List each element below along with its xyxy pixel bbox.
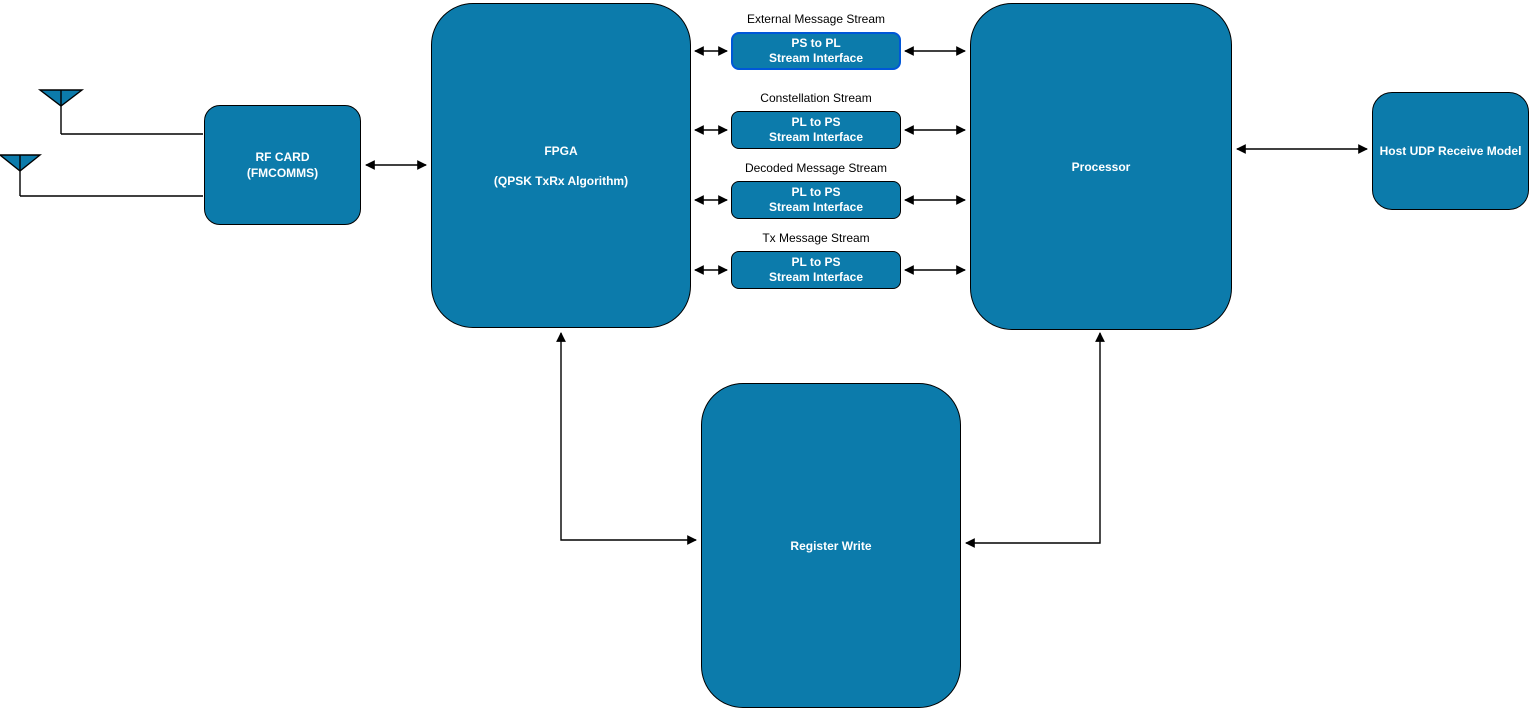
stream-box-line2: Stream Interface — [768, 270, 864, 284]
fpga-node[interactable]: FPGA (QPSK TxRx Algorithm) — [431, 3, 691, 328]
stream-box-pl-to-ps-decoded[interactable]: PL to PS Stream Interface — [731, 181, 901, 219]
fpga-sublabel: (QPSK TxRx Algorithm) — [493, 173, 629, 188]
processor-label: Processor — [1071, 159, 1131, 174]
processor-node[interactable]: Processor — [970, 3, 1232, 330]
stream-title-external-message: External Message Stream — [746, 12, 886, 26]
stream-box-pl-to-ps-tx[interactable]: PL to PS Stream Interface — [731, 251, 901, 289]
host-udp-label: Host UDP Receive Model — [1379, 144, 1522, 158]
stream-box-line1: PL to PS — [791, 115, 841, 129]
host-udp-receive-model-node[interactable]: Host UDP Receive Model — [1372, 92, 1529, 210]
stream-box-line2: Stream Interface — [768, 200, 864, 214]
stream-box-line1: PS to PL — [791, 36, 841, 50]
rf-card-node[interactable]: RF CARD (FMCOMMS) — [204, 105, 361, 225]
antenna-icon — [0, 154, 203, 197]
register-write-node[interactable]: Register Write — [701, 383, 961, 708]
antenna-icon — [37, 89, 203, 135]
stream-box-line1: PL to PS — [791, 185, 841, 199]
fpga-label: FPGA — [544, 143, 578, 158]
stream-box-line2: Stream Interface — [768, 51, 864, 65]
stream-title-constellation: Constellation Stream — [760, 91, 872, 105]
arrow-processor-register-write — [965, 332, 1105, 548]
register-write-label: Register Write — [790, 538, 872, 553]
stream-title-tx-message: Tx Message Stream — [762, 231, 870, 245]
stream-box-pl-to-ps-constellation[interactable]: PL to PS Stream Interface — [731, 111, 901, 149]
stream-box-line2: Stream Interface — [768, 130, 864, 144]
arrow-fpga-register-write — [556, 332, 697, 545]
stream-box-ps-to-pl[interactable]: PS to PL Stream Interface — [731, 32, 901, 70]
rf-card-sublabel: (FMCOMMS) — [246, 166, 319, 180]
stream-title-decoded-message: Decoded Message Stream — [744, 161, 888, 175]
stream-box-line1: PL to PS — [791, 255, 841, 269]
rf-card-label: RF CARD — [255, 150, 310, 164]
